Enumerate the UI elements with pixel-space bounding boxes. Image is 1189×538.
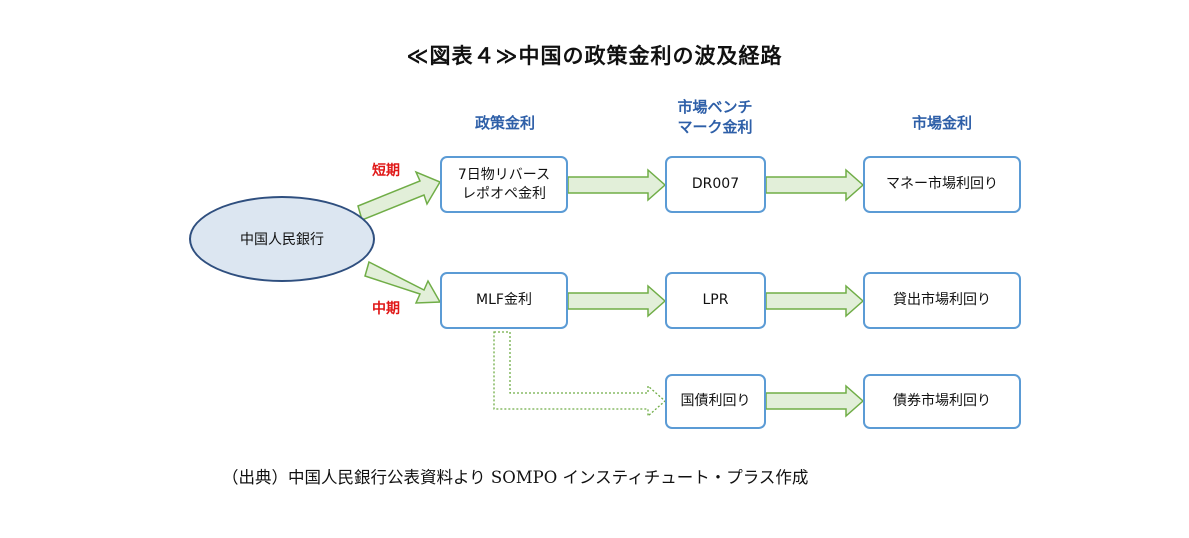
box-loan-market-yield-label: 貸出市場利回り xyxy=(893,292,991,308)
box-money-market-yield: マネー市場利回り xyxy=(863,156,1021,213)
box-reverse-repo-rate: 7日物リバース レポオペ金利 xyxy=(440,156,568,213)
box-government-bond-yield: 国債利回り xyxy=(665,374,766,429)
arrow-row3-benchmark-to-market xyxy=(765,384,865,418)
column-header-benchmark-rate: 市場ベンチ マーク金利 xyxy=(655,97,775,137)
arrow-row2-benchmark-to-market xyxy=(765,284,865,318)
column-header-market-rate-text: 市場金利 xyxy=(911,114,972,132)
term-label-short: 短期 xyxy=(372,163,400,179)
pboc-label: 中国人民銀行 xyxy=(240,232,324,248)
box-reverse-repo-line1: 7日物リバース xyxy=(457,166,551,183)
arrow-medium-term xyxy=(364,260,442,304)
pboc-node: 中国人民銀行 xyxy=(189,196,375,282)
arrow-dotted-mlf-to-bond xyxy=(493,331,666,418)
column-header-benchmark-line1: 市場ベンチ xyxy=(677,98,753,116)
source-note: （出典）中国人民銀行公表資料より SOMPO インスティチュート・プラス作成 xyxy=(222,468,809,487)
box-mlf-rate: MLF金利 xyxy=(440,272,568,329)
box-dr007: DR007 xyxy=(665,156,766,213)
arrow-row2-policy-to-benchmark xyxy=(567,284,667,318)
box-dr007-label: DR007 xyxy=(691,176,740,192)
box-bond-market-yield-label: 債券市場利回り xyxy=(893,393,991,409)
column-header-market-rate: 市場金利 xyxy=(872,113,1012,133)
column-header-policy-rate: 政策金利 xyxy=(440,113,570,133)
box-mlf-rate-label: MLF金利 xyxy=(476,292,532,308)
box-money-market-yield-label: マネー市場利回り xyxy=(886,176,998,192)
term-label-medium: 中期 xyxy=(372,301,400,317)
box-reverse-repo-line2: レポオペ金利 xyxy=(462,185,546,202)
box-loan-market-yield: 貸出市場利回り xyxy=(863,272,1021,329)
arrow-short-term xyxy=(357,170,442,222)
column-header-benchmark-line2: マーク金利 xyxy=(677,118,753,136)
box-bond-market-yield: 債券市場利回り xyxy=(863,374,1021,429)
arrow-row1-benchmark-to-market xyxy=(765,168,865,202)
box-government-bond-yield-label: 国債利回り xyxy=(680,393,751,409)
box-lpr: LPR xyxy=(665,272,766,329)
diagram-title: ≪図表４≫中国の政策金利の波及経路 xyxy=(406,44,783,68)
box-lpr-label: LPR xyxy=(702,292,729,308)
column-header-policy-rate-text: 政策金利 xyxy=(474,114,535,132)
arrow-row1-policy-to-benchmark xyxy=(567,168,667,202)
